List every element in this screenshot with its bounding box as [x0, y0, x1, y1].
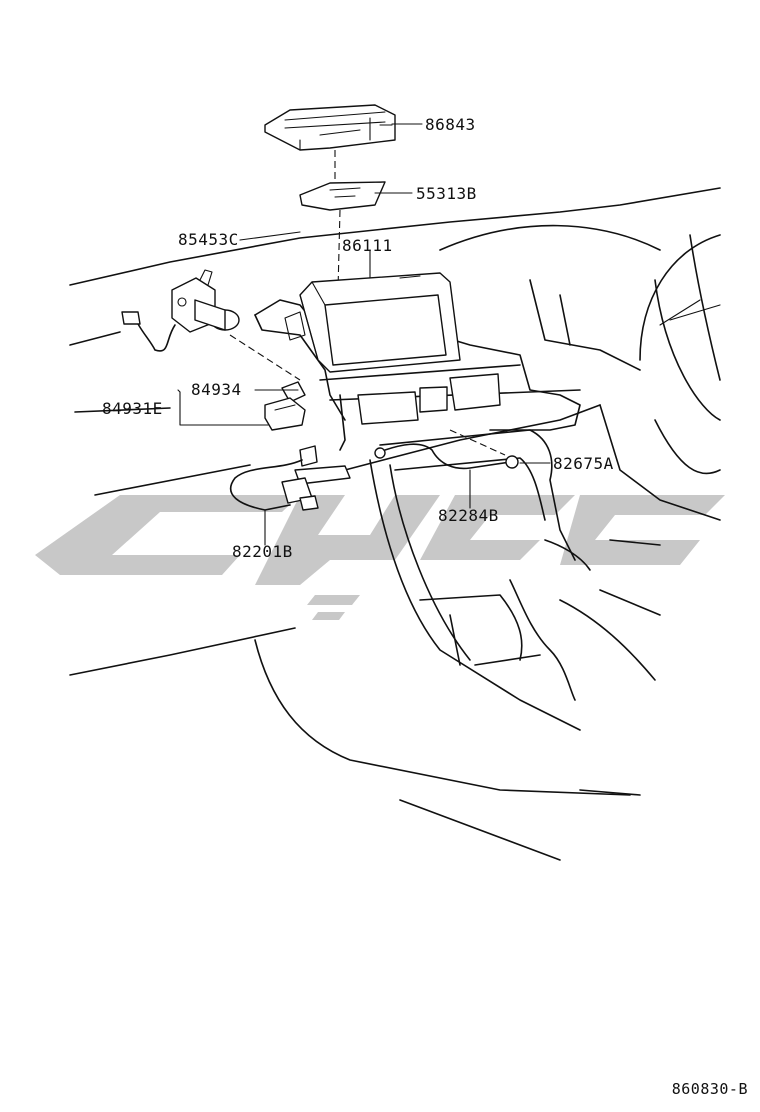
part-55313b-plate — [299, 181, 386, 291]
leader-lines — [177, 123, 551, 546]
dashboard-outline — [69, 187, 721, 861]
label-84931e: 84931E — [102, 399, 163, 418]
part-82201b-harness — [229, 429, 519, 511]
part-84934-84931e-switches — [264, 381, 306, 431]
watermark-logo — [35, 495, 725, 620]
label-82201b: 82201B — [232, 542, 293, 561]
part-86111-display — [284, 272, 461, 373]
label-85453c: 85453C — [178, 230, 239, 249]
label-82284b: 82284B — [438, 506, 499, 525]
diagram-code: 860830-B — [671, 1080, 748, 1098]
label-84934: 84934 — [191, 380, 242, 399]
label-82675a: 82675A — [553, 454, 614, 473]
label-86843: 86843 — [425, 115, 476, 134]
part-85453c-actuator — [121, 269, 301, 381]
label-55313b: 55313B — [416, 184, 477, 203]
label-86111: 86111 — [342, 236, 393, 255]
part-86843-bracket — [264, 104, 396, 180]
